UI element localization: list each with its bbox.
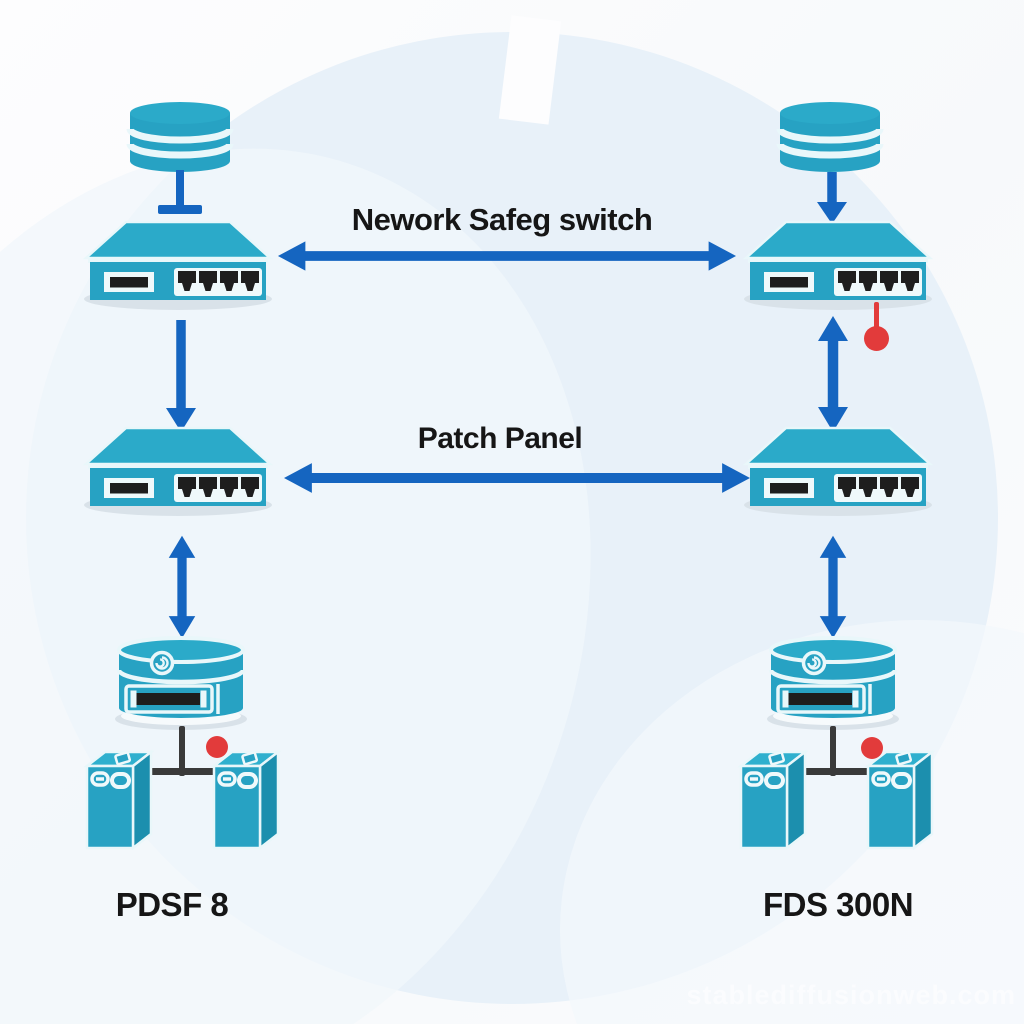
red-dot-indicator	[206, 736, 228, 758]
junction-line-horizontal	[147, 768, 221, 775]
patch-panel-icon	[740, 424, 936, 516]
patch-panel-link-label: Patch Panel	[417, 422, 583, 455]
junction-line-horizontal	[798, 768, 872, 775]
double-arrow-horizontal-icon	[282, 460, 752, 496]
double-arrow-vertical-icon	[815, 314, 851, 434]
patch-panel-icon	[80, 424, 276, 516]
server-tower-icon	[83, 748, 155, 850]
storage-drum-icon	[766, 634, 900, 730]
left-system-label: PDSF 8	[115, 886, 229, 923]
network-switch-icon	[80, 218, 276, 310]
database-icon	[126, 100, 234, 174]
server-tower-icon	[210, 748, 282, 850]
watermark-text: stablediffusionweb.com	[686, 980, 1016, 1010]
arrow-down-icon	[163, 318, 199, 434]
network-switch-link-label: Nework Safeg switch	[351, 202, 653, 237]
red-pin-stem	[874, 302, 879, 330]
double-arrow-vertical-icon	[164, 534, 200, 640]
double-arrow-horizontal-icon	[276, 238, 738, 274]
database-icon	[776, 100, 884, 174]
right-system-label: FDS 300N	[762, 886, 914, 923]
junction-line-vertical	[830, 726, 836, 776]
red-dot-indicator	[861, 737, 883, 759]
tbar-connector	[156, 170, 204, 216]
red-pin-indicator	[864, 326, 889, 351]
network-switch-icon	[740, 218, 936, 310]
storage-drum-icon	[114, 634, 248, 730]
server-tower-icon	[864, 748, 936, 850]
junction-line-vertical	[179, 726, 185, 776]
server-tower-icon	[737, 748, 809, 850]
double-arrow-vertical-icon	[815, 534, 851, 640]
